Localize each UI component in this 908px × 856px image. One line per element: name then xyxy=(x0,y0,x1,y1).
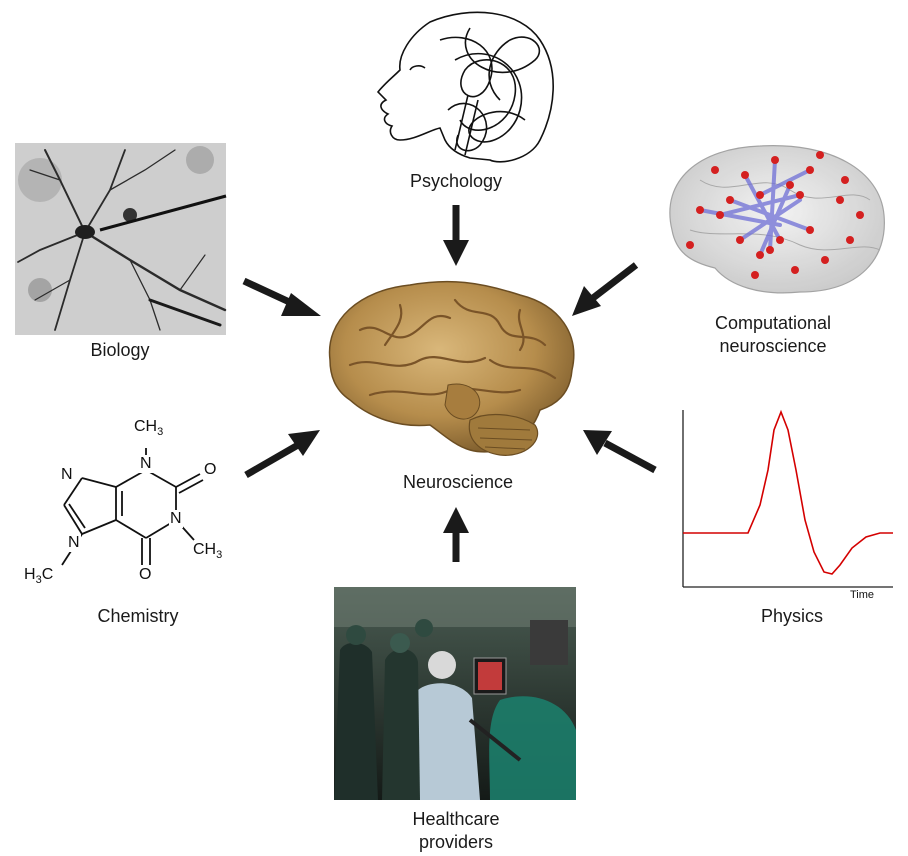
biology-label: Biology xyxy=(90,340,150,360)
healthcare-label-line2: providers xyxy=(418,832,494,852)
physics-spike-plot xyxy=(682,409,893,588)
arrows xyxy=(242,205,657,562)
physics-axis-time-label: Time xyxy=(850,589,875,601)
arrow-biology-to-neuroscience xyxy=(242,277,321,316)
chemistry-label: Chemistry xyxy=(97,606,179,626)
central-brain-image xyxy=(328,280,575,456)
computational-label-line2: neuroscience xyxy=(719,336,827,356)
healthcare-operating-room-photo xyxy=(334,587,576,800)
physics-label: Physics xyxy=(760,606,823,626)
arrow-computational-to-neuroscience xyxy=(572,262,639,316)
healthcare-label: Healthcare providers xyxy=(366,808,546,854)
biology-neuron-micrograph xyxy=(15,143,227,335)
chemistry-molecule-structure xyxy=(61,448,204,566)
arrow-psychology-to-neuroscience xyxy=(443,205,469,266)
arrow-physics-to-neuroscience xyxy=(583,430,657,474)
computational-brain-network xyxy=(669,145,885,294)
arrow-chemistry-to-neuroscience xyxy=(244,430,320,479)
healthcare-label-line1: Healthcare xyxy=(412,809,500,829)
psychology-head-drawing xyxy=(376,11,554,163)
neuroscience-label: Neuroscience xyxy=(402,472,514,492)
computational-label-line1: Computational xyxy=(714,313,832,333)
arrow-healthcare-to-neuroscience xyxy=(443,507,469,562)
spike-trace xyxy=(683,409,893,575)
psychology-label: Psychology xyxy=(409,171,503,191)
computational-label: Computational neuroscience xyxy=(678,312,868,358)
